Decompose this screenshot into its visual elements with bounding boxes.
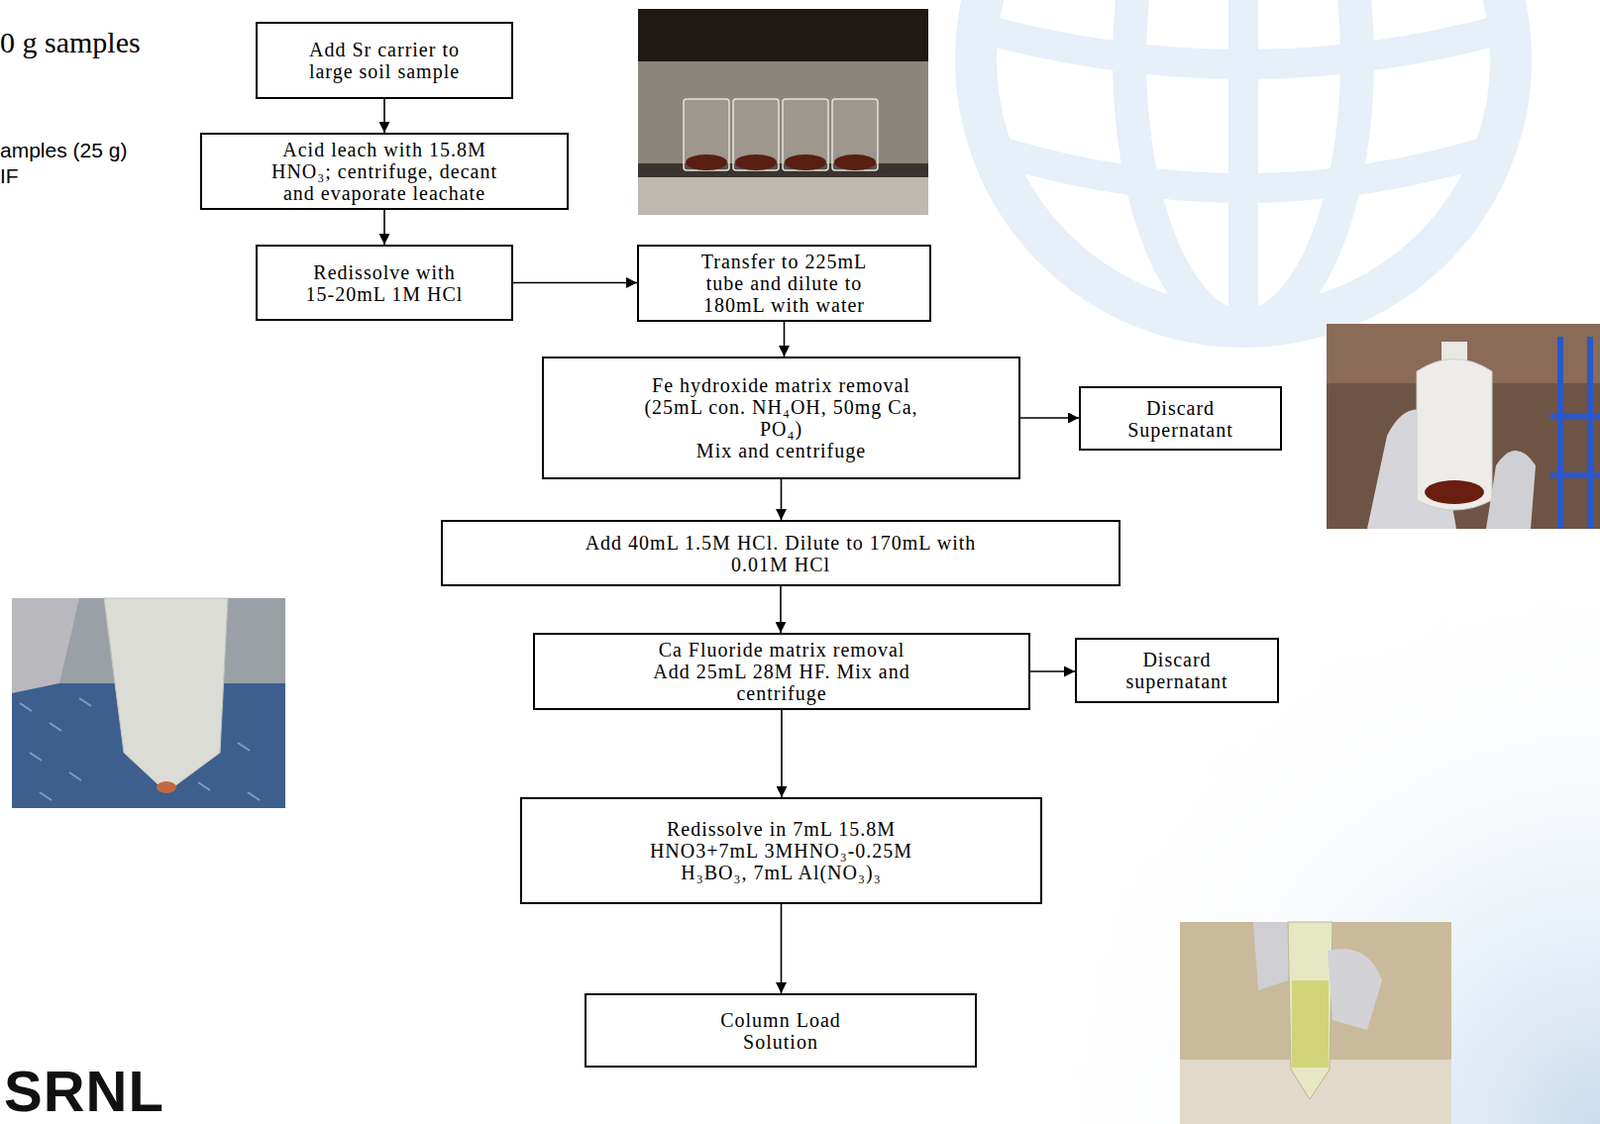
- box-text: Discard Supernatant: [1106, 397, 1256, 441]
- process-box: Add Sr carrier to large soil sample: [255, 21, 514, 100]
- side-note: IF: [0, 164, 19, 189]
- process-box: Column Load Solution: [584, 993, 977, 1068]
- logo-text: SRNL: [3, 1058, 165, 1124]
- process-box: Redissolve with 15-20mL 1M HCl: [255, 244, 514, 321]
- flow-arrow: [780, 479, 783, 521]
- process-box: Acid leach with 15.8M HNO₃; centrifuge, …: [200, 132, 569, 211]
- box-text: Acid leach with 15.8M HNO₃; centrifuge, …: [258, 138, 512, 205]
- flow-arrow: [383, 210, 386, 245]
- box-text: Redissolve with 15-20mL 1M HCl: [300, 261, 469, 306]
- box-text: Add Sr carrier to large soil sample: [285, 38, 484, 83]
- flow-arrow: [1020, 417, 1079, 420]
- process-box: Discard Supernatant: [1078, 386, 1282, 451]
- side-note: amples (25 g): [0, 138, 127, 163]
- beaker-photo: [638, 8, 929, 215]
- flow-arrow: [779, 586, 782, 634]
- process-box: Transfer to 225mL tube and dilute to 180…: [637, 244, 932, 322]
- flow-arrow: [383, 99, 386, 133]
- bottle-photo: [1326, 323, 1600, 530]
- side-note: 0 g samples: [0, 25, 141, 60]
- flow-arrow: [780, 710, 783, 798]
- box-text: Ca Fluoride matrix removal: [658, 639, 906, 661]
- process-box: Add 40mL 1.5M HCl. Dilute to 170mL with …: [440, 520, 1121, 587]
- box-text: Mix and centrifuge: [696, 439, 866, 462]
- flow-arrow: [1030, 670, 1075, 673]
- tube-photo: [11, 598, 286, 809]
- corner-gradient: [990, 594, 1600, 1124]
- flow-arrow: [780, 904, 783, 994]
- yellow-tube-photo: [1179, 922, 1452, 1124]
- flow-arrow: [783, 321, 786, 357]
- box-text: Add 25mL 28M HF. Mix and centrifuge: [645, 660, 919, 705]
- globe-watermark: [975, 0, 1511, 327]
- box-text: Fe hydroxide matrix removal (25mL con. N…: [625, 374, 938, 440]
- box-text: Add 40mL 1.5M HCl. Dilute to 170mL with …: [560, 532, 1002, 576]
- process-box: Ca Fluoride matrix removalAdd 25mL 28M H…: [533, 633, 1031, 711]
- flow-arrow: [513, 282, 638, 285]
- process-box: Redissolve in 7mL 15.8M HNO3+7mL 3MHNO₃-…: [520, 797, 1043, 905]
- box-text: Column Load Solution: [706, 1009, 855, 1054]
- process-box: Discard supernatant: [1074, 638, 1280, 704]
- box-text: Redissolve in 7mL 15.8M HNO3+7mL 3MHNO₃-…: [644, 818, 918, 884]
- process-box: Fe hydroxide matrix removal (25mL con. N…: [541, 356, 1021, 480]
- box-text: Discard supernatant: [1102, 648, 1252, 693]
- box-text: Transfer to 225mL tube and dilute to 180…: [682, 250, 886, 317]
